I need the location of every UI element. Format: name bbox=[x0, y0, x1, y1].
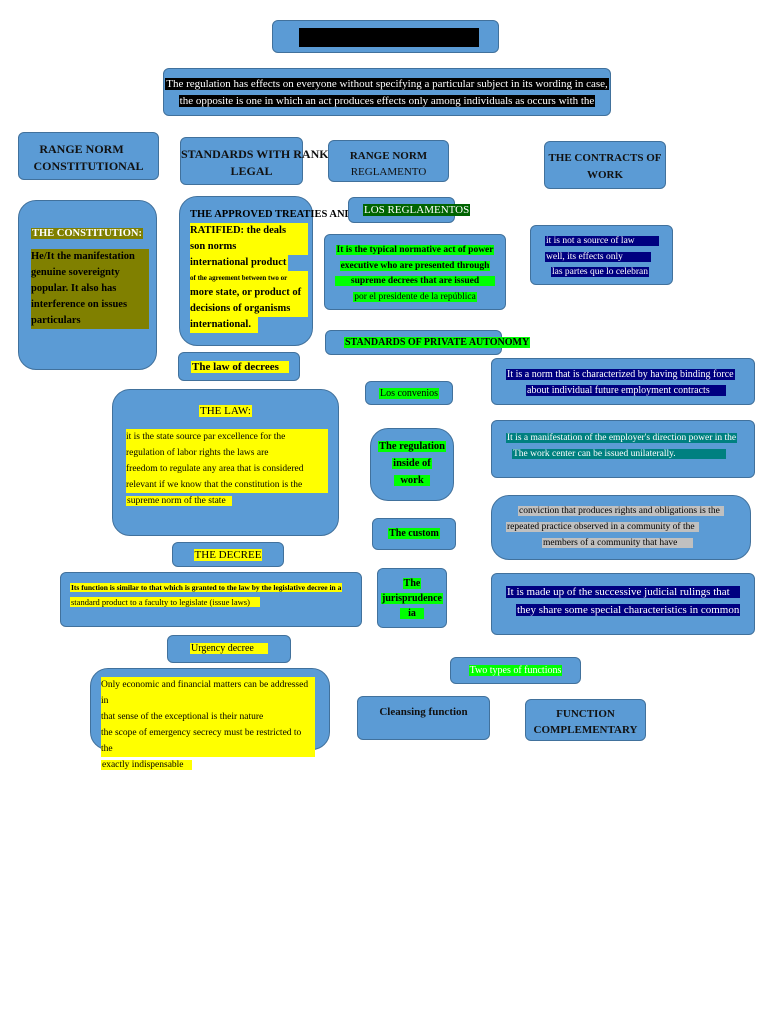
complementary-line-2: COMPLEMENTARY bbox=[533, 724, 638, 736]
reglamentos-line-4: por el presidente de la república bbox=[353, 291, 477, 302]
convenios-box: Los convenios bbox=[365, 381, 453, 405]
decree-desc-line-2: standard product to a faculty to legisla… bbox=[70, 597, 260, 607]
constitution-line-5: particulars bbox=[31, 315, 81, 327]
constitution-line-3: popular. It also has bbox=[31, 283, 117, 295]
treaties-line-7: decisions of organisms bbox=[190, 301, 308, 317]
reglamentos-label-box: LOS REGLAMENTOS bbox=[348, 197, 471, 223]
title-redaction bbox=[299, 28, 479, 47]
treaties-box: THE APPROVED TREATIES AND RATIFIED: the … bbox=[179, 196, 352, 346]
decree-title: THE DECREE bbox=[193, 549, 263, 561]
contracts-note-line-2: well, its effects only bbox=[545, 251, 651, 262]
urgency-line-2: that sense of the exceptional is their n… bbox=[101, 709, 315, 725]
header-constitutional-line1: RANGE NORM bbox=[39, 142, 124, 156]
contracts-note-box: it is not a source of law well, its effe… bbox=[530, 225, 673, 285]
intro-line-2: the opposite is one in which an act prod… bbox=[178, 95, 596, 107]
header-contracts-line2: WORK bbox=[586, 169, 624, 181]
constitution-line-2: genuine sovereignty bbox=[31, 267, 120, 279]
custom-label: The custom bbox=[388, 528, 440, 539]
decree-desc-box: Its function is similar to that which is… bbox=[60, 572, 362, 627]
jurisprudence-desc-line-1: It is made up of the successive judicial… bbox=[506, 586, 740, 598]
private-autonomy-label: STANDARDS OF PRIVATE AUTONOMY bbox=[344, 337, 531, 348]
urgency-line-1: Only economic and financial matters can … bbox=[101, 677, 315, 709]
treaties-line-1: THE APPROVED TREATIES AND bbox=[190, 209, 353, 220]
custom-desc-line-1: conviction that produces rights and obli… bbox=[518, 506, 724, 516]
treaties-line-4: international product bbox=[190, 255, 288, 271]
header-reglamento: RANGE NORM REGLAMENTO bbox=[328, 140, 449, 182]
contracts-note-line-3: las partes que lo celebran bbox=[551, 267, 650, 277]
jurisprudence-box: The jurisprudence ia bbox=[377, 568, 447, 628]
convenios-desc-line-2: about individual future employment contr… bbox=[526, 385, 726, 396]
regulation-inside-box: The regulation inside of work bbox=[370, 428, 454, 501]
the-law-title: THE LAW: bbox=[199, 405, 252, 417]
treaties-line-3: son norms bbox=[190, 239, 308, 255]
urgency-title-box: Urgency decree bbox=[167, 635, 291, 663]
intro-box: The regulation has effects on everyone w… bbox=[163, 68, 611, 116]
header-legal-line1: STANDARDS WITH RANK bbox=[181, 147, 329, 161]
contracts-note-line-1: it is not a source of law bbox=[545, 236, 659, 246]
regulation-desc-line-2: The work center can be issued unilateral… bbox=[512, 449, 726, 459]
law-of-decrees-box: The law of decrees bbox=[178, 352, 300, 381]
jurisprudence-desc-line-2: they share some special characteristics … bbox=[516, 604, 741, 616]
urgency-title: Urgency decree bbox=[190, 643, 268, 654]
the-law-line-3: freedom to regulate any area that is con… bbox=[126, 461, 328, 477]
custom-box: The custom bbox=[372, 518, 456, 550]
complementary-function-box: FUNCTION COMPLEMENTARY bbox=[525, 699, 646, 741]
treaties-line-5: of the agreement between two or bbox=[190, 271, 308, 285]
decree-desc-line-1: Its function is similar to that which is… bbox=[70, 583, 343, 592]
header-constitutional-line2: CONSTITUTIONAL bbox=[33, 159, 144, 173]
private-autonomy-box: STANDARDS OF PRIVATE AUTONOMY bbox=[325, 330, 531, 355]
jurisprudence-desc-box: It is made up of the successive judicial… bbox=[491, 573, 755, 635]
treaties-line-8: international. bbox=[190, 317, 258, 333]
convenios-desc-box: It is a norm that is characterized by ha… bbox=[491, 358, 755, 405]
reglamentos-line-3: supreme decrees that are issued bbox=[334, 276, 496, 286]
header-legal: STANDARDS WITH RANK LEGAL bbox=[180, 137, 329, 185]
the-law-line-2: regulation of labor rights the laws are bbox=[126, 445, 328, 461]
urgency-line-4: exactly indispensable bbox=[101, 760, 192, 770]
title-box bbox=[272, 20, 499, 53]
the-law-line-4: relevant if we know that the constitutio… bbox=[126, 477, 328, 493]
the-law-line-1: it is the state source par excellence fo… bbox=[126, 429, 328, 445]
constitution-title: THE CONSTITUTION: bbox=[31, 228, 143, 239]
header-reglamento-line2: REGLAMENTO bbox=[350, 166, 427, 178]
header-contracts: THE CONTRACTS OF WORK bbox=[544, 141, 666, 189]
regulation-inside-line-1: The regulation bbox=[377, 441, 447, 452]
functions-label-box: Two types of functions bbox=[450, 657, 581, 684]
functions-label: Two types of functions bbox=[468, 665, 563, 676]
header-legal-line2: LEGAL bbox=[230, 164, 273, 178]
regulation-inside-line-3: work bbox=[394, 475, 430, 486]
reglamentos-line-1: It is the typical normative act of power bbox=[335, 245, 495, 255]
header-contracts-line1: THE CONTRACTS OF bbox=[548, 152, 662, 164]
constitution-box: THE CONSTITUTION: He/It the manifestatio… bbox=[18, 200, 157, 370]
jurisprudence-line-3: ia bbox=[400, 608, 424, 619]
cleansing-function-label: Cleansing function bbox=[379, 706, 468, 718]
reglamentos-label: LOS REGLAMENTOS bbox=[363, 204, 471, 216]
treaties-line-2: RATIFIED: the deals bbox=[190, 223, 308, 239]
custom-desc-line-3: members of a community that have bbox=[542, 538, 694, 548]
reglamentos-line-2: executive who are presented through bbox=[339, 260, 491, 271]
complementary-line-1: FUNCTION bbox=[556, 708, 615, 720]
custom-desc-box: conviction that produces rights and obli… bbox=[491, 495, 751, 560]
jurisprudence-line-2: jurisprudence bbox=[381, 593, 443, 604]
cleansing-function-box: Cleansing function bbox=[357, 696, 490, 740]
convenios-label: Los convenios bbox=[378, 388, 440, 399]
custom-desc-line-2: repeated practice observed in a communit… bbox=[506, 522, 699, 532]
regulation-desc-box: It is a manifestation of the employer's … bbox=[491, 420, 755, 478]
regulation-desc-line-1: It is a manifestation of the employer's … bbox=[506, 433, 738, 443]
constitution-line-1: He/It the manifestation bbox=[31, 251, 135, 263]
header-constitutional: RANGE NORM CONSTITUTIONAL bbox=[18, 132, 159, 180]
urgency-line-3: the scope of emergency secrecy must be r… bbox=[101, 725, 315, 757]
the-law-box: THE LAW: it is the state source par exce… bbox=[112, 389, 339, 536]
constitution-line-4: interference on issues bbox=[31, 299, 128, 311]
the-law-line-5: supreme norm of the state bbox=[126, 496, 232, 506]
jurisprudence-line-1: The bbox=[402, 578, 422, 589]
reglamentos-desc-box: It is the typical normative act of power… bbox=[324, 234, 506, 310]
convenios-desc-line-1: It is a norm that is characterized by ha… bbox=[506, 369, 735, 380]
treaties-line-6: more state, or product of bbox=[190, 285, 308, 301]
header-reglamento-line1: RANGE NORM bbox=[349, 150, 428, 162]
regulation-inside-line-2: inside of bbox=[392, 458, 432, 469]
urgency-desc-box: Only economic and financial matters can … bbox=[90, 668, 330, 770]
intro-line-1: The regulation has effects on everyone w… bbox=[165, 78, 609, 90]
law-of-decrees-label: The law of decrees bbox=[191, 361, 289, 373]
decree-title-box: THE DECREE bbox=[172, 542, 284, 567]
